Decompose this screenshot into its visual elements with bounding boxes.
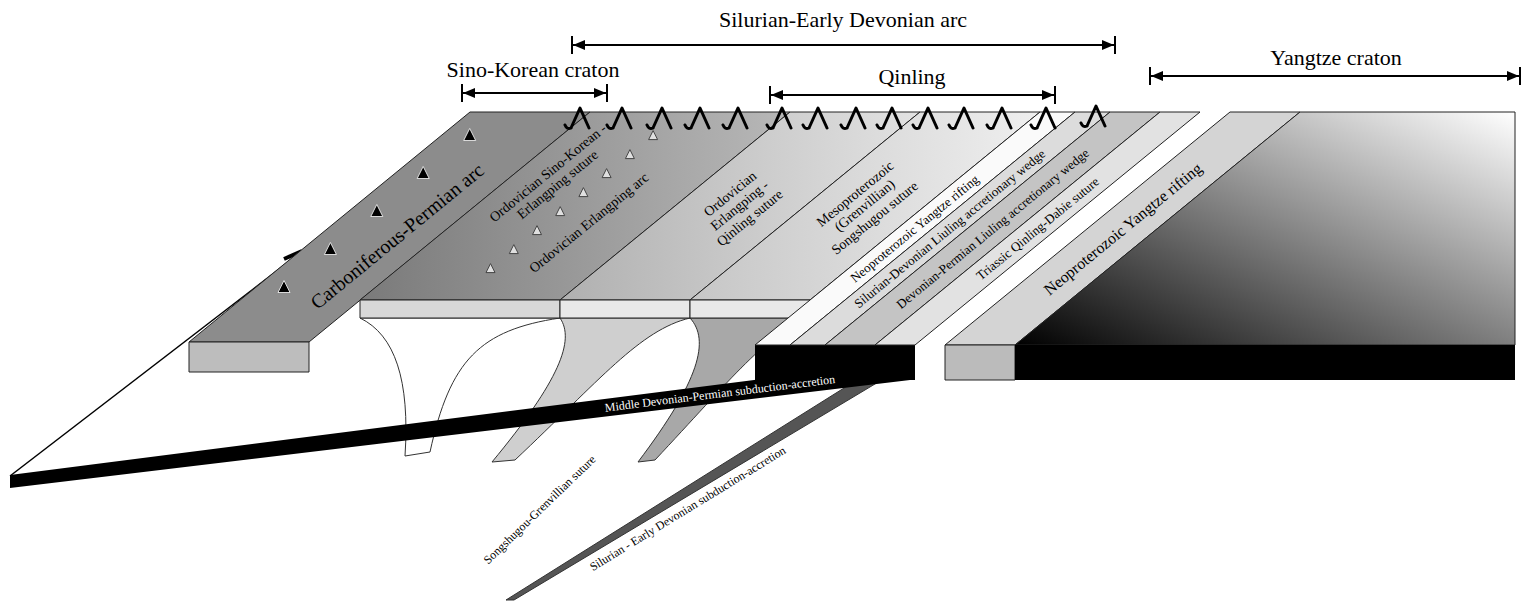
slab-face <box>945 345 1015 380</box>
slab-face <box>360 300 560 318</box>
extent-bracket <box>462 36 1520 104</box>
arc-volcano-symbol <box>278 129 476 293</box>
section-heading: Silurian-Early Devonian arc <box>719 8 967 32</box>
section-heading: Sino-Korean craton <box>447 58 620 82</box>
craton-slab <box>1015 112 1515 345</box>
section-heading: Yangtze craton <box>1270 46 1402 70</box>
slab-face <box>189 342 309 372</box>
bracket-arrowhead <box>463 40 1519 100</box>
section-heading: Qinling <box>878 65 945 89</box>
slab-face <box>560 300 690 318</box>
arc-symbol <box>565 106 1105 129</box>
slab-face <box>755 345 915 380</box>
slab-face <box>1015 345 1515 380</box>
slab-label: Silurian - Early Devonian subduction-acc… <box>588 444 789 574</box>
slab-label: Songshugou-Grenvillian suture <box>481 453 598 567</box>
